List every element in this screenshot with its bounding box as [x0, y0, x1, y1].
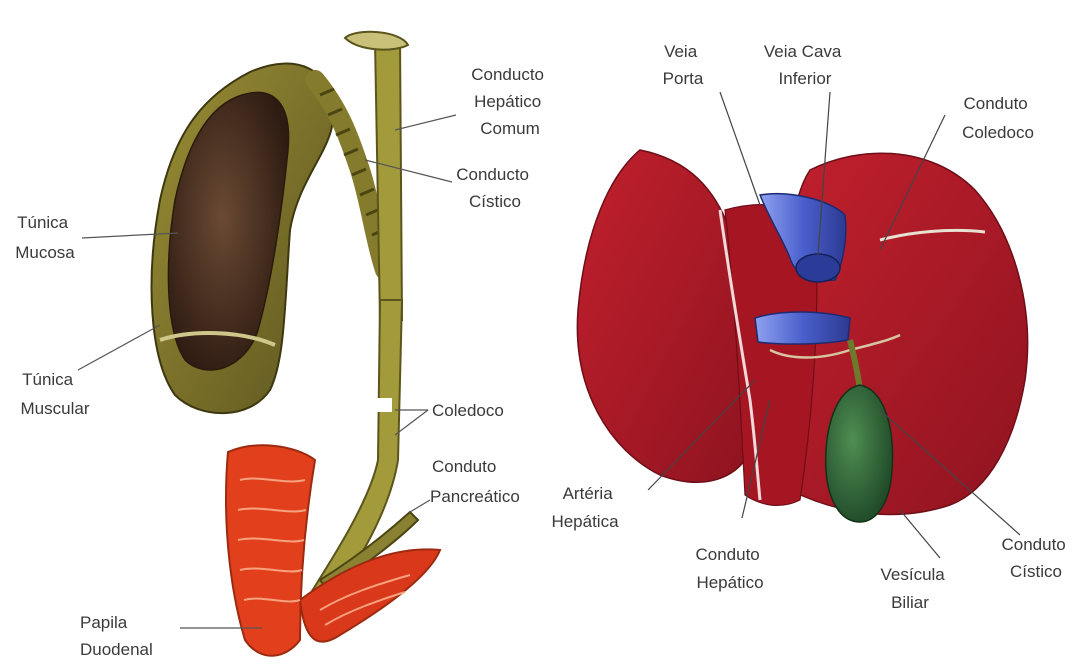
label-vena-cava: Veia Cava Inferior — [764, 42, 846, 88]
label-papilla: Papila Duodenal — [80, 613, 153, 659]
liver-left-lobe — [577, 150, 750, 482]
duodenum-wall — [226, 445, 315, 655]
duct-opening — [345, 32, 408, 50]
duodenum-lower — [300, 549, 440, 641]
label-tunica-muscular: Túnica Muscular — [21, 370, 90, 418]
portal-vein — [755, 312, 850, 344]
label-coledoco-left: Coledoco — [432, 401, 504, 420]
cystic-duct — [315, 80, 385, 270]
left-illustration — [152, 32, 440, 656]
right-illustration — [577, 150, 1027, 522]
label-cystic-duct: Conduto Cístico — [1001, 535, 1070, 581]
label-portal-vein: Veia Porta — [663, 42, 704, 88]
label-gallbladder: Vesícula Biliar — [881, 565, 950, 612]
label-hepatic-artery: Artéria Hepática — [551, 484, 619, 531]
common-hepatic-duct — [375, 40, 402, 320]
label-cystic: Conducto Cístico — [456, 165, 534, 211]
coledoco-marker — [362, 398, 392, 412]
label-tunica-mucosa: Túnica Mucosa — [15, 213, 75, 262]
label-hepatic-common: Conducto Hepático Comum — [471, 65, 549, 138]
label-pancreatic: Conduto Pancreático — [430, 457, 520, 506]
label-coledoco-right: Conduto Coledoco — [962, 94, 1034, 142]
vena-cava-opening — [796, 254, 840, 282]
label-hepatic-duct: Conduto Hepático — [695, 545, 764, 592]
